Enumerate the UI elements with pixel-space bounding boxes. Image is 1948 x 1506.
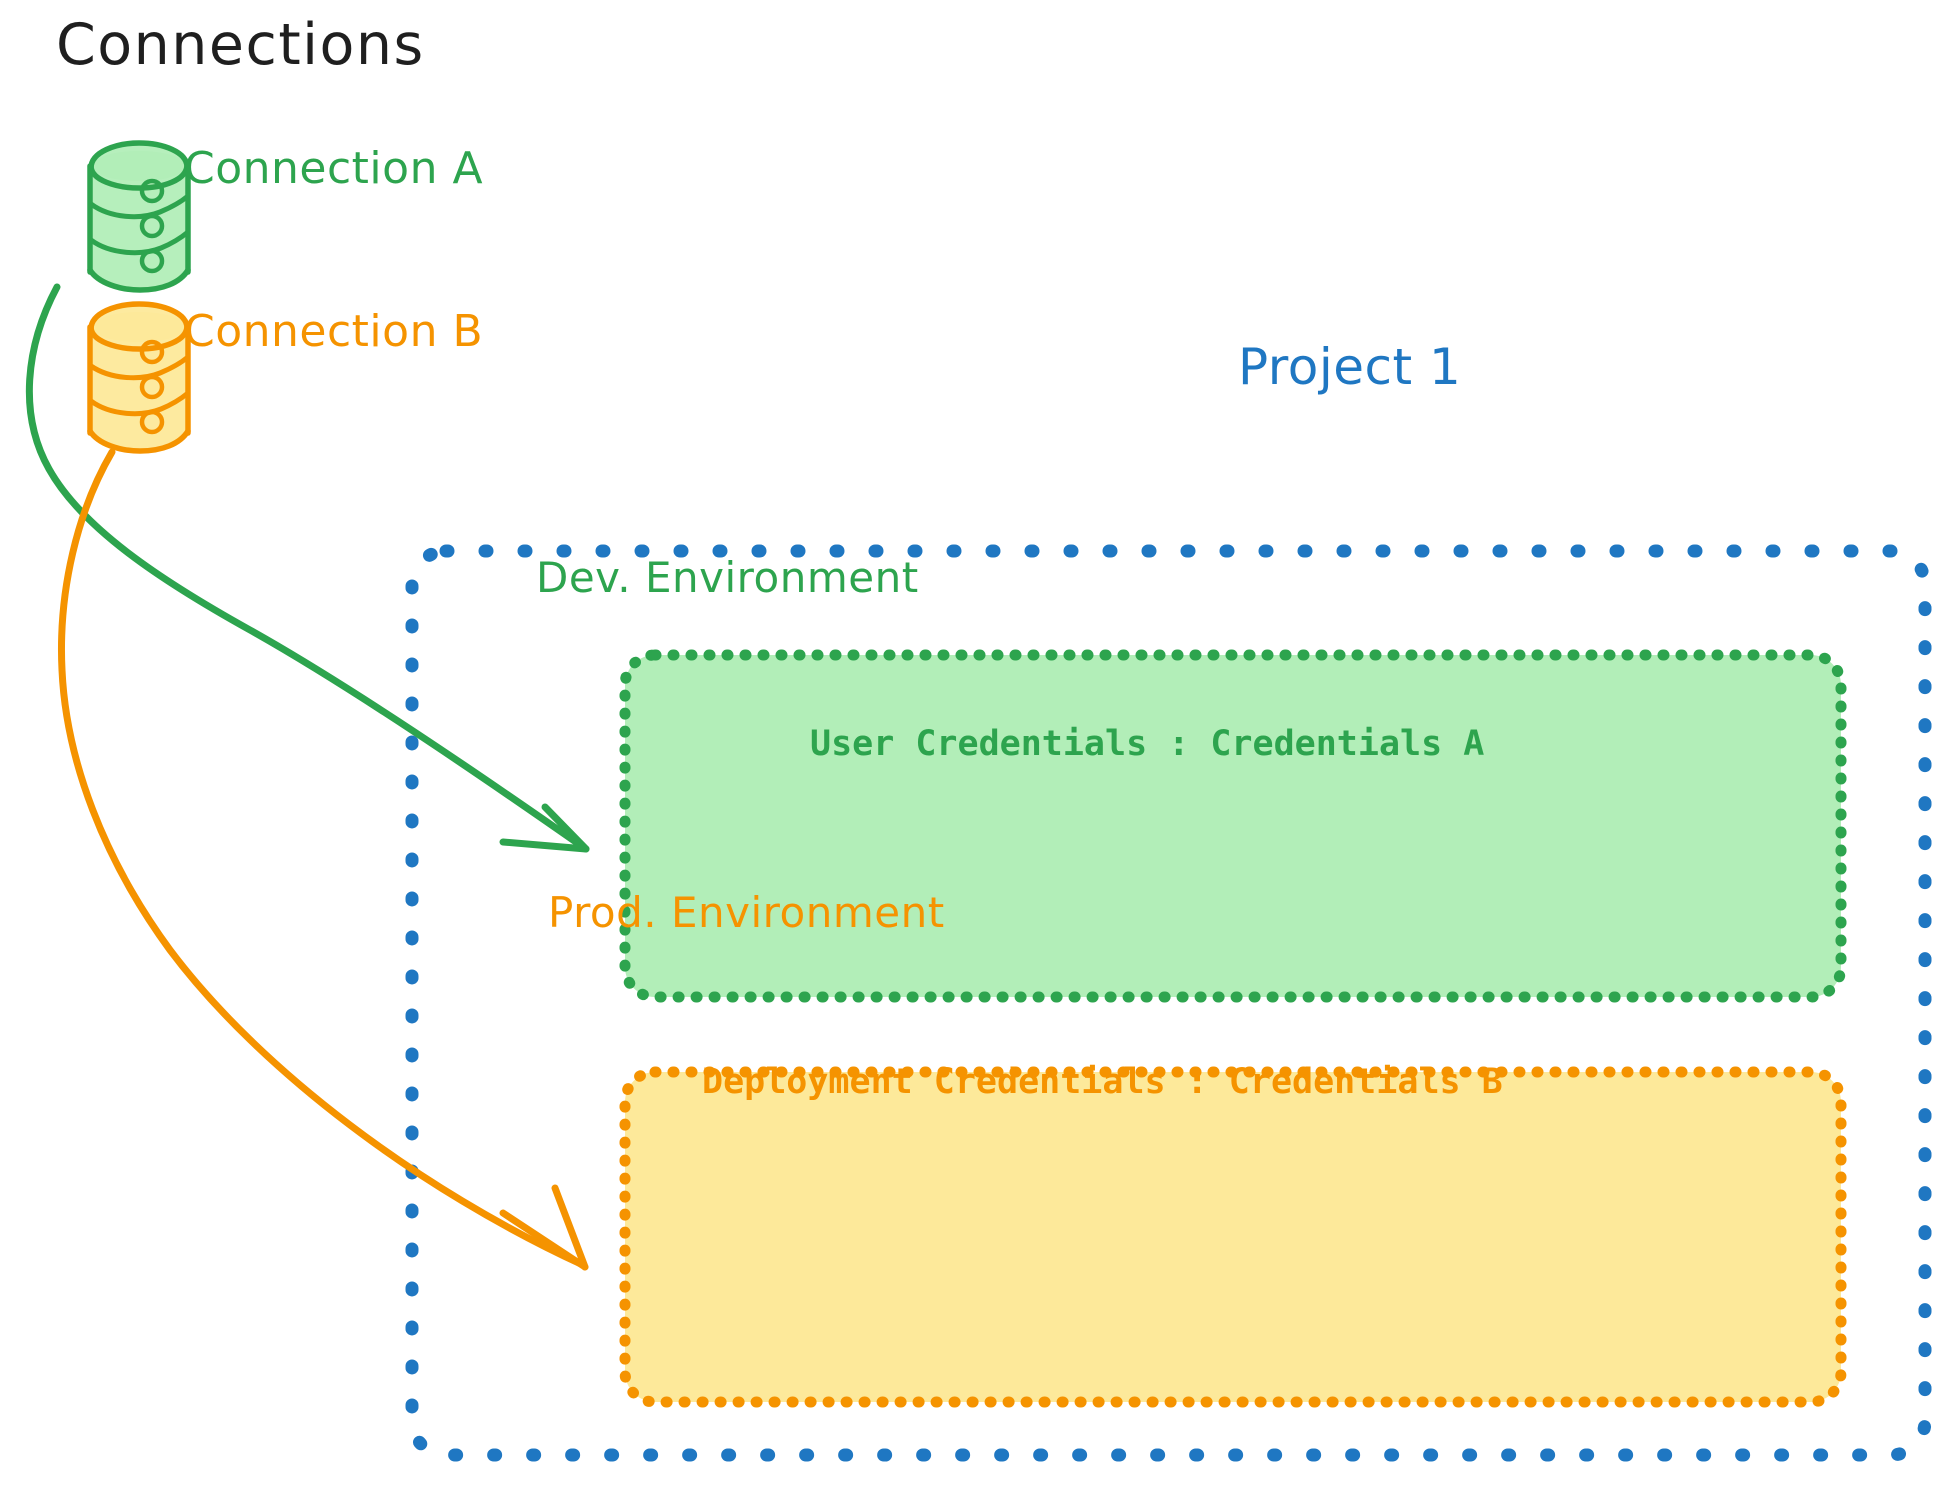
project-1-label: Project 1 — [1238, 338, 1462, 396]
project-1-border — [405, 544, 1932, 1462]
prod-environment-box[interactable] — [619, 1066, 1847, 1408]
dev-environment-fill — [625, 655, 1841, 997]
dev-environment-credentials: User Credentials : Credentials A — [810, 724, 1485, 764]
dev-environment-title: Dev. Environment — [536, 553, 919, 602]
page-title: Connections — [56, 12, 425, 78]
database-icon-connection-b[interactable] — [87, 301, 191, 454]
arrow-connection-b-to-prod — [58, 448, 589, 1271]
prod-environment-credentials: Deployment Credentials : Credentials B — [702, 1062, 1503, 1102]
arrow-connection-a-to-dev — [25, 283, 590, 853]
database-icon-connection-a[interactable] — [87, 140, 191, 293]
connection-b-label[interactable]: Connection B — [184, 306, 484, 357]
prod-environment-border — [619, 1066, 1847, 1408]
connection-a-label[interactable]: Connection A — [184, 143, 484, 194]
dev-environment-box[interactable] — [619, 649, 1847, 1003]
dev-environment-border — [619, 649, 1847, 1003]
prod-environment-fill — [625, 1072, 1841, 1402]
project-1-container[interactable] — [405, 544, 1932, 1462]
prod-environment-title: Prod. Environment — [548, 888, 945, 937]
